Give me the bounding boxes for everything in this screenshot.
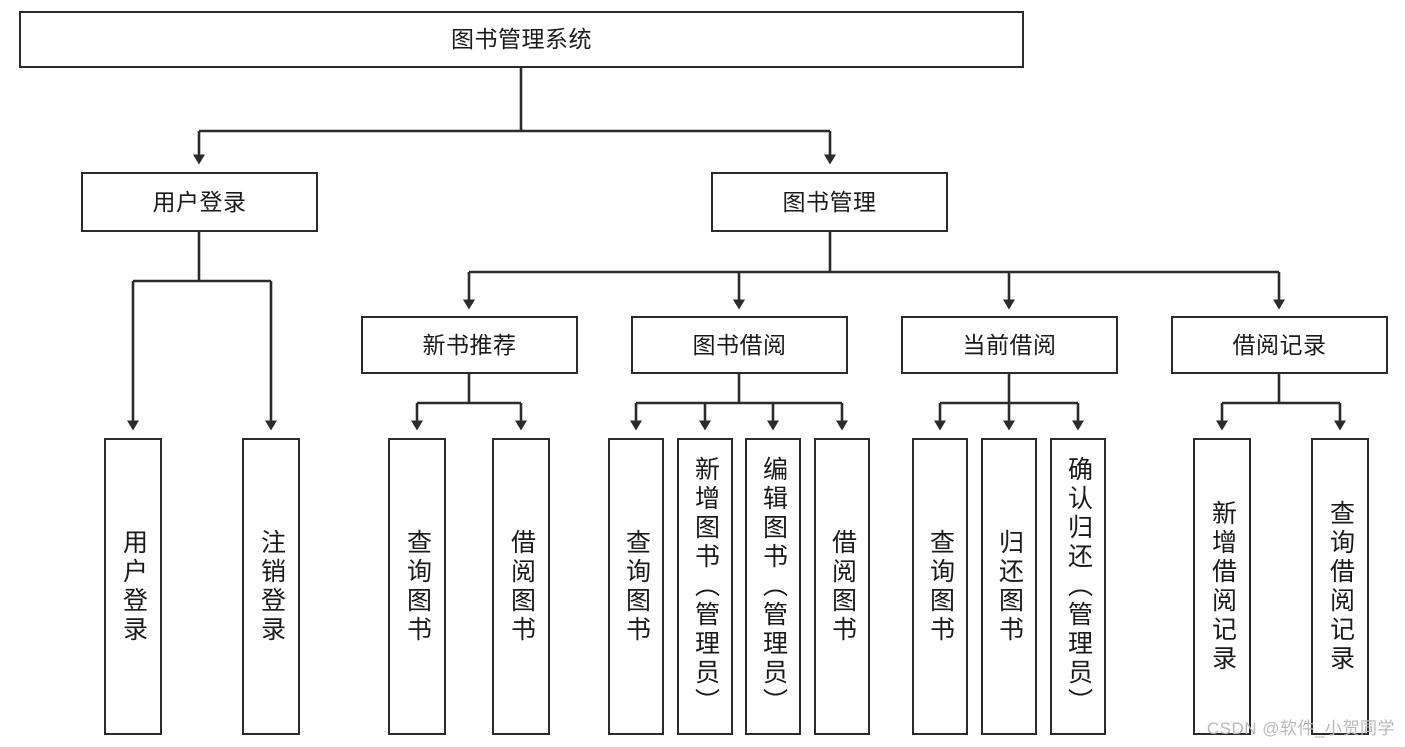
node-current-borrow-label: 当前借阅 [962, 331, 1057, 358]
node-leaf-logout[interactable]: 注销登录 [242, 438, 300, 735]
node-leaf-query-borrow-record[interactable]: 查询借阅记录 [1311, 438, 1369, 735]
node-leaf-borrow-book[interactable]: 借阅图书 [814, 438, 870, 735]
node-leaf-return-book[interactable]: 归还图书 [981, 438, 1037, 735]
node-leaf-confirm-return-admin[interactable]: 确认归还（管理员） [1050, 438, 1106, 735]
node-leaf-user-login[interactable]: 用户登录 [104, 438, 162, 735]
node-leaf-borrow-book-newbook-label: 借阅图书 [507, 528, 536, 645]
node-leaf-edit-book-admin-label: 编辑图书（管理员） [759, 456, 788, 717]
node-user-login[interactable]: 用户登录 [81, 172, 318, 232]
node-current-borrow[interactable]: 当前借阅 [901, 316, 1118, 374]
csdn-watermark: CSDN @软件_小贺同学 [1206, 719, 1395, 738]
node-leaf-borrow-book-label: 借阅图书 [828, 528, 857, 645]
node-leaf-query-book-borrow[interactable]: 查询图书 [608, 438, 664, 735]
node-leaf-borrow-book-newbook[interactable]: 借阅图书 [492, 438, 550, 735]
node-root-label: 图书管理系统 [451, 26, 592, 53]
node-new-book-recommend-label: 新书推荐 [422, 331, 517, 358]
node-leaf-query-book-borrow-label: 查询图书 [622, 528, 651, 645]
node-leaf-query-borrow-record-label: 查询借阅记录 [1326, 499, 1355, 674]
node-leaf-user-login-label: 用户登录 [119, 528, 148, 645]
node-leaf-query-book-current-label: 查询图书 [926, 528, 955, 645]
node-leaf-confirm-return-admin-label: 确认归还（管理员） [1064, 456, 1093, 717]
node-leaf-return-book-label: 归还图书 [995, 528, 1024, 645]
node-new-book-recommend[interactable]: 新书推荐 [361, 316, 578, 374]
node-leaf-edit-book-admin[interactable]: 编辑图书（管理员） [745, 438, 801, 735]
node-user-login-label: 用户登录 [152, 188, 247, 215]
node-leaf-add-book-admin-label: 新增图书（管理员） [691, 456, 720, 717]
node-borrow-record-label: 借阅记录 [1232, 331, 1327, 358]
node-root-book-management-system[interactable]: 图书管理系统 [19, 11, 1024, 68]
node-borrow-record[interactable]: 借阅记录 [1171, 316, 1388, 374]
node-leaf-add-borrow-record[interactable]: 新增借阅记录 [1193, 438, 1251, 735]
node-book-borrow[interactable]: 图书借阅 [631, 316, 848, 374]
node-leaf-query-book-current[interactable]: 查询图书 [912, 438, 968, 735]
node-leaf-query-book-newbook[interactable]: 查询图书 [388, 438, 446, 735]
node-leaf-query-book-newbook-label: 查询图书 [403, 528, 432, 645]
node-leaf-add-borrow-record-label: 新增借阅记录 [1208, 499, 1237, 674]
node-book-borrow-label: 图书借阅 [692, 331, 787, 358]
node-leaf-add-book-admin[interactable]: 新增图书（管理员） [677, 438, 733, 735]
node-book-management-label: 图书管理 [782, 188, 877, 215]
node-book-management[interactable]: 图书管理 [711, 172, 948, 232]
node-leaf-logout-label: 注销登录 [257, 528, 286, 645]
